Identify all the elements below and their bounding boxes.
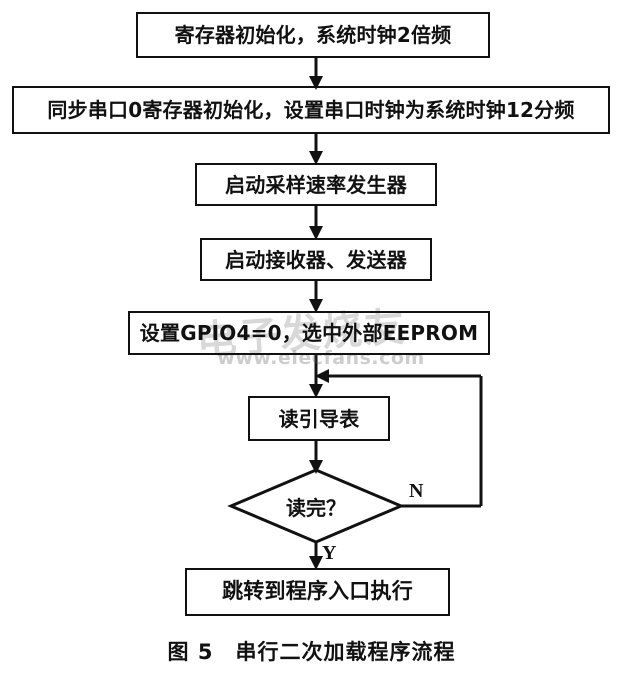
connector-decision-yes-to-jump-entry — [309, 542, 323, 570]
connector-gpio-eeprom-to-read-table — [309, 355, 323, 398]
flow-node-label: 设置GPIO4=0，选中外部EEPROM — [139, 321, 479, 345]
connector-rx-tx-to-gpio-eeprom — [309, 281, 323, 313]
flow-node-label: 寄存器初始化，系统时钟2倍频 — [174, 23, 452, 47]
flow-node-read-boot-table: 读引导表 — [248, 396, 390, 441]
flow-node-label: 同步串口0寄存器初始化，设置串口时钟为系统时钟12分频 — [47, 98, 575, 122]
flow-node-set-gpio4-select-eeprom: 设置GPIO4=0，选中外部EEPROM — [128, 311, 490, 355]
flow-node-label: 启动接收器、发送器 — [225, 247, 407, 272]
flow-node-jump-to-program-entry: 跳转到程序入口执行 — [185, 568, 450, 616]
branch-label-no: N — [409, 480, 424, 502]
flow-node-label: 读完？ — [286, 495, 346, 520]
flow-node-register-init: 寄存器初始化，系统时钟2倍频 — [136, 12, 490, 58]
flow-node-uart0-register-init: 同步串口0寄存器初始化，设置串口时钟为系统时钟12分频 — [12, 86, 610, 134]
flow-node-label: 读引导表 — [278, 406, 360, 431]
connector-sample-gen-to-rx-tx — [309, 206, 323, 240]
flow-node-decision-read-complete: 读完？ — [231, 470, 401, 542]
figure-caption: 图 5 串行二次加载程序流程 — [167, 640, 456, 664]
branch-label-yes: Y — [322, 542, 337, 564]
connector-uart-init-to-sample-gen — [309, 134, 323, 165]
flow-node-start-receiver-transmitter: 启动接收器、发送器 — [200, 238, 432, 281]
flow-node-start-sample-rate-generator: 启动采样速率发生器 — [195, 163, 437, 206]
flow-node-label: 启动采样速率发生器 — [225, 172, 407, 197]
flow-node-label: 跳转到程序入口执行 — [222, 579, 413, 604]
